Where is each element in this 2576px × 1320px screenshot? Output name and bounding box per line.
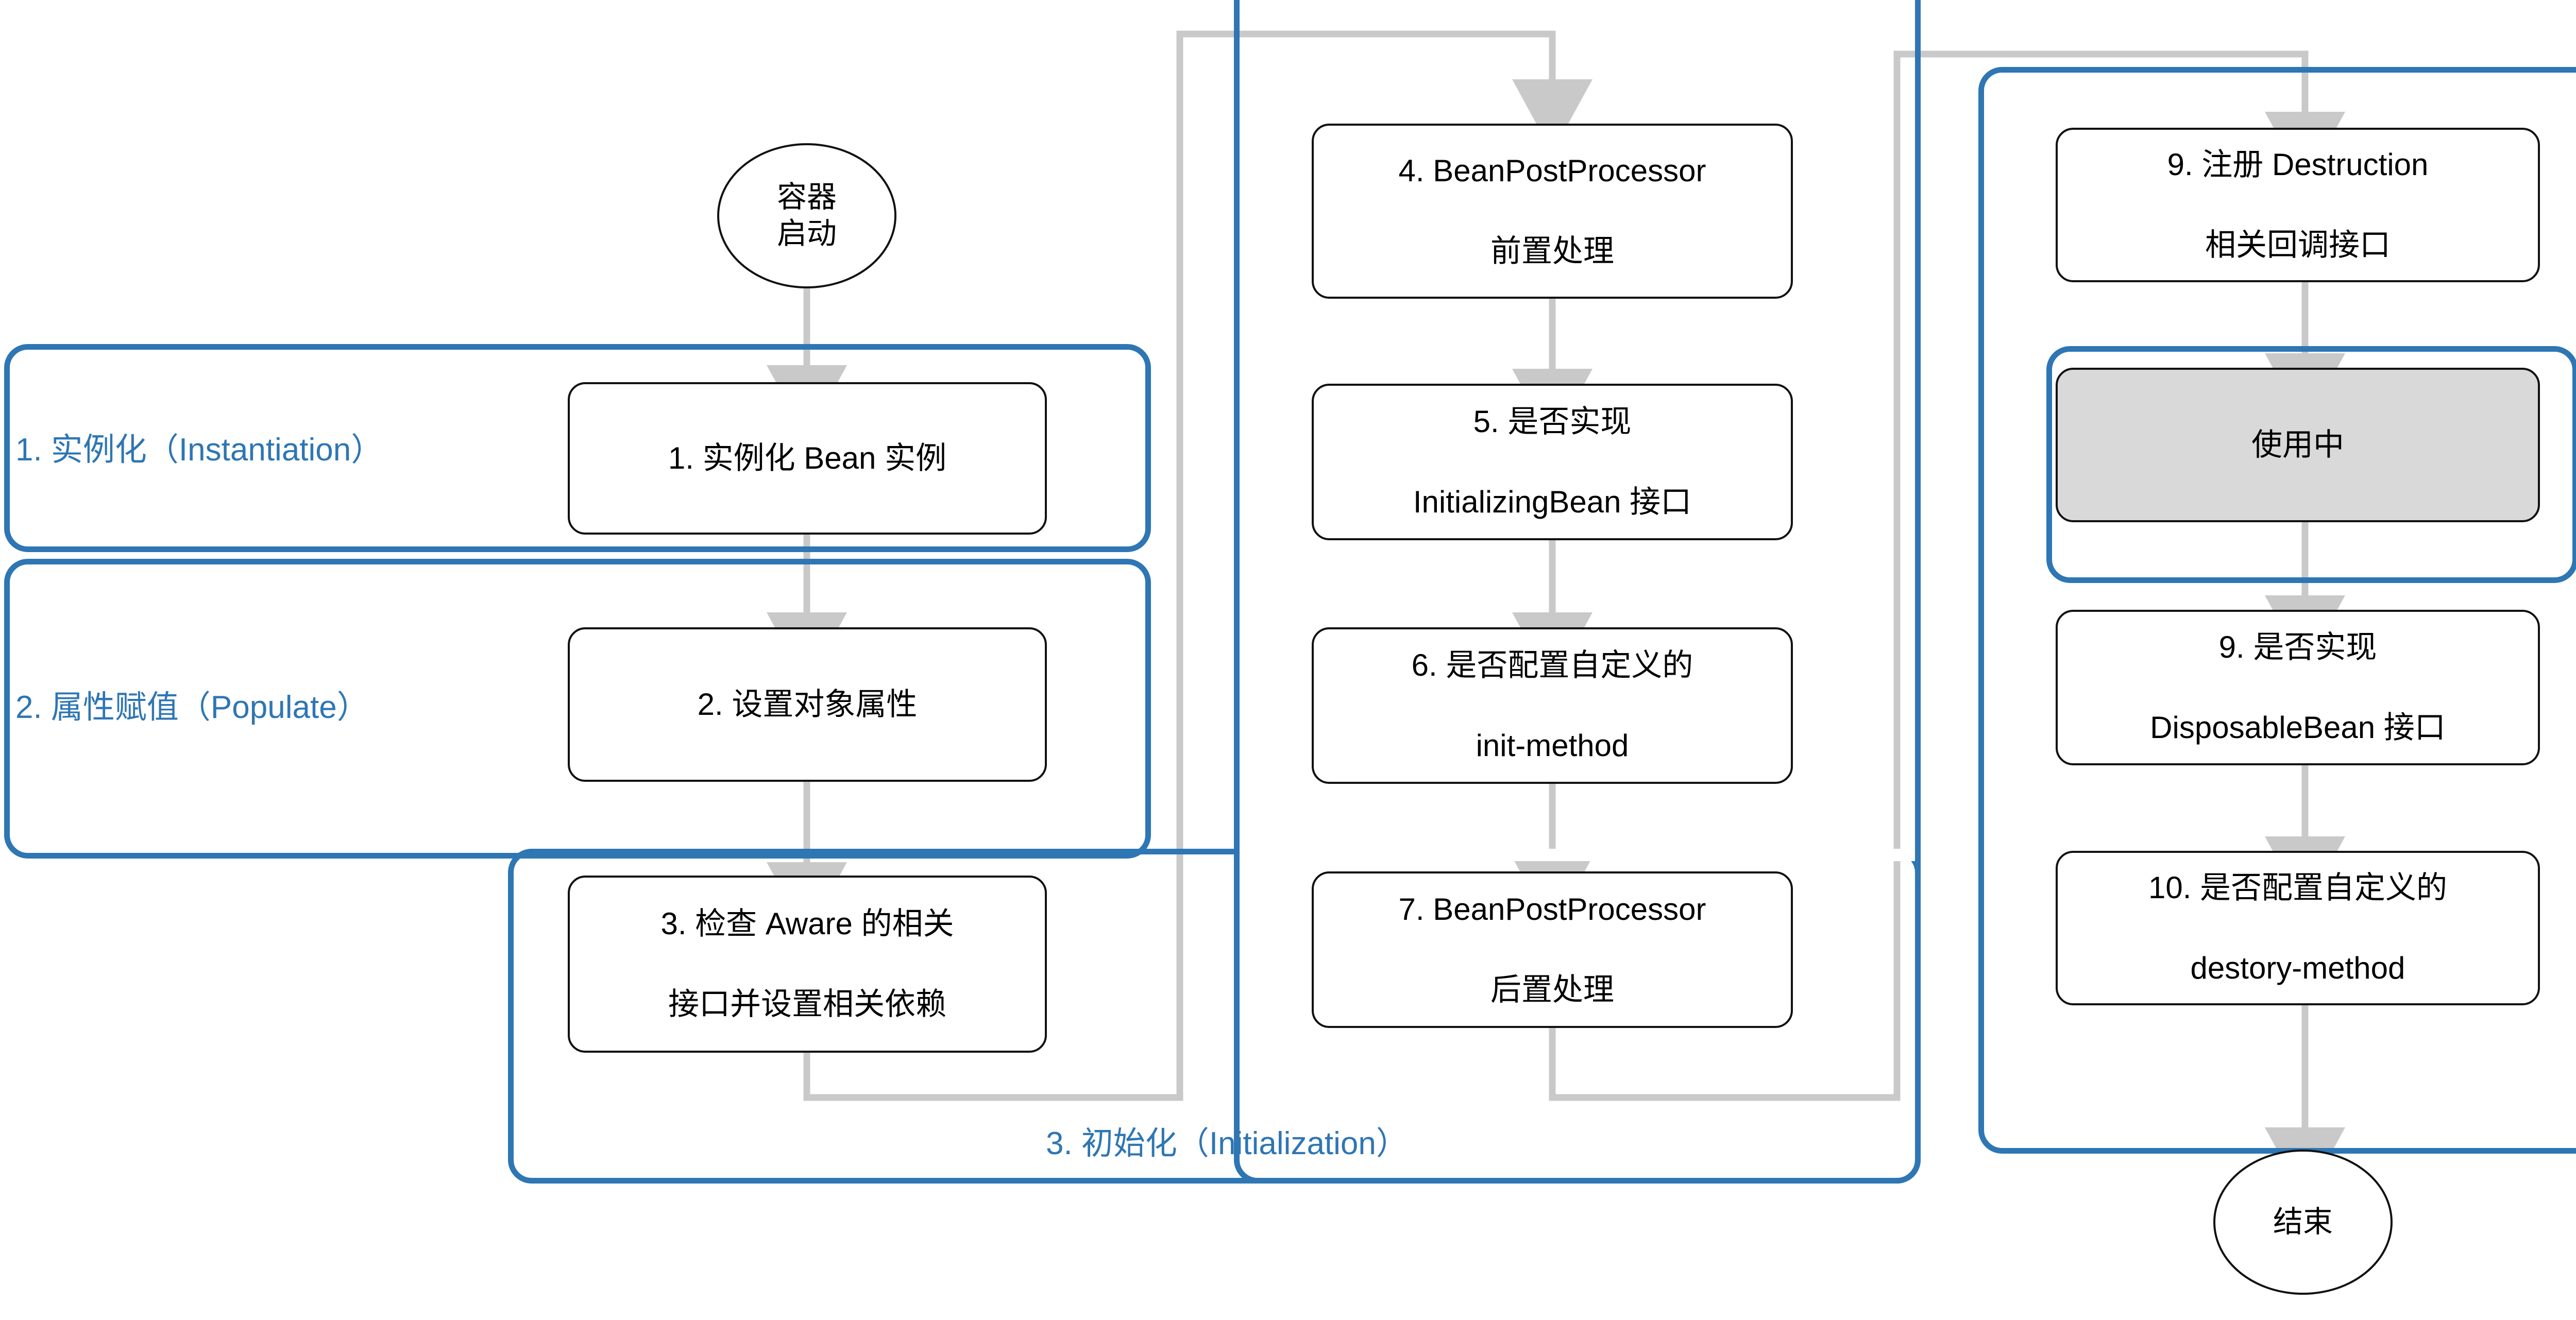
start-line-2: 启动: [776, 217, 837, 250]
step-3-line-2: 接口并设置相关依赖: [668, 987, 946, 1021]
phase-label-initialization: 3. 初始化（Initialization）: [1046, 1126, 1408, 1161]
phase-group-destruction: [1978, 67, 2576, 1154]
phase-label-populate: 2. 属性赋值（Populate）: [15, 690, 369, 725]
phase-group-instantiation: [4, 344, 1151, 552]
start-line-1: 容器: [776, 180, 837, 214]
wire-step7-to-step9a: [1549, 50, 2345, 1101]
step-5-line-2: InitializingBean 接口: [1413, 485, 1692, 519]
step-7-line-2: 后置处理: [1490, 972, 1614, 1007]
step-3-line-1: 3. 检查 Aware 的相关: [660, 906, 954, 941]
step-box-5: 5. 是否实现 InitializingBean 接口: [1312, 384, 1793, 540]
step-box-6: 6. 是否配置自定义的 init-method: [1312, 627, 1793, 784]
mask-strip-initialization-top: [1240, 849, 1915, 861]
step-box-3: 3. 检查 Aware 的相关 接口并设置相关依赖: [568, 876, 1047, 1053]
step-box-10: 10. 是否配置自定义的 destory-method: [2056, 851, 2540, 1005]
phase-group-inuse-band: [2046, 346, 2576, 583]
end-label: 结束: [2273, 1205, 2333, 1239]
step-2-line-1: 2. 设置对象属性: [697, 687, 918, 722]
phase-label-instantiation: 1. 实例化（Instantiation）: [15, 432, 383, 468]
step-9a-line-2: 相关回调接口: [2205, 228, 2391, 262]
step-7-line-1: 7. BeanPostProcessor: [1398, 892, 1706, 927]
terminator-start: 容器 启动: [717, 143, 896, 288]
step-5-line-1: 5. 是否实现: [1473, 404, 1632, 439]
step-1-line-1: 1. 实例化 Bean 实例: [668, 441, 947, 475]
in-use-label: 使用中: [2251, 427, 2344, 462]
step-9b-line-2: DisposableBean 接口: [2150, 710, 2446, 745]
step-box-9a: 9. 注册 Destruction 相关回调接口: [2056, 128, 2540, 282]
step-box-1: 1. 实例化 Bean 实例: [568, 382, 1047, 535]
step-box-in-use: 使用中: [2056, 368, 2540, 522]
step-6-line-2: init-method: [1476, 728, 1629, 763]
step-4-line-2: 前置处理: [1490, 234, 1614, 268]
step-box-4: 4. BeanPostProcessor 前置处理: [1312, 124, 1793, 299]
terminator-end: 结束: [2213, 1150, 2393, 1295]
step-6-line-1: 6. 是否配置自定义的: [1411, 648, 1693, 682]
step-10-line-1: 10. 是否配置自定义的: [2148, 870, 2448, 905]
phase-group-initialization-upper: [1234, 0, 1921, 1184]
phase-group-populate: [4, 559, 1151, 859]
step-9b-line-1: 9. 是否实现: [2218, 630, 2377, 664]
step-box-7: 7. BeanPostProcessor 后置处理: [1312, 871, 1793, 1028]
wire-step3-to-step4: [803, 30, 1592, 1101]
step-4-line-1: 4. BeanPostProcessor: [1398, 153, 1706, 188]
step-9a-line-1: 9. 注册 Destruction: [2167, 147, 2429, 182]
step-box-9b: 9. 是否实现 DisposableBean 接口: [2056, 610, 2540, 765]
step-10-line-2: destory-method: [2190, 951, 2405, 985]
step-box-2: 2. 设置对象属性: [568, 627, 1047, 782]
